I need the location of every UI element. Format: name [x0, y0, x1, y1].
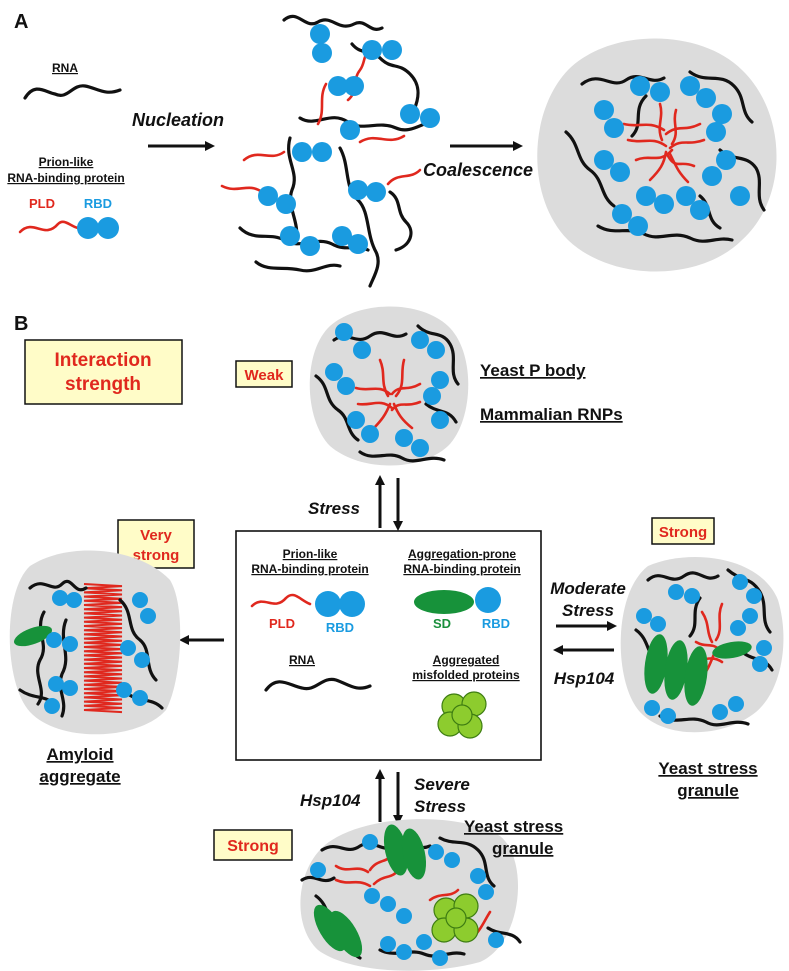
misfolded-label-2: misfolded proteins — [412, 668, 520, 682]
bottom-granule-label-2: granule — [492, 839, 553, 858]
very-strong-badge: Very strong — [117, 519, 195, 569]
coalesced-droplet — [537, 38, 777, 272]
moderate-stress-granule — [620, 557, 784, 733]
stress-label: Stress — [308, 499, 360, 518]
center-rbd-label: RBD — [326, 620, 354, 635]
very-strong-line-2: strong — [133, 547, 180, 564]
amyloid-label-2: aggregate — [39, 767, 120, 786]
strong-bottom-label: Strong — [227, 838, 279, 855]
legend-rna: RNA — [23, 61, 122, 100]
bottom-granule-label-1: Yeast stress — [464, 817, 563, 836]
strong-badge-bottom: Strong — [213, 829, 293, 861]
center-sd-label: SD — [433, 616, 451, 631]
fibril-strands — [83, 583, 123, 714]
prion-label-2: RNA-binding protein — [251, 562, 368, 576]
coalescence-label: Coalescence — [423, 160, 533, 180]
protein-label-1: Prion-like — [39, 155, 94, 169]
weak-label: Weak — [245, 367, 285, 384]
legend-prion-protein: Prion-like RNA-binding protein PLD RBD — [7, 155, 125, 239]
severe-stress-granule — [300, 819, 522, 971]
agg-prone-label-2: RNA-binding protein — [403, 562, 520, 576]
moderate-stress-label: Stress — [562, 601, 614, 620]
nucleation-label: Nucleation — [132, 110, 224, 130]
very-strong-line-1: Very — [140, 527, 172, 544]
prion-label-1: Prion-like — [283, 547, 338, 561]
rna-label: RNA — [52, 61, 78, 75]
amyloid-label-1: Amyloid — [46, 745, 113, 764]
p-body-label: Yeast P body — [480, 361, 586, 380]
nucleation-cluster — [220, 14, 440, 288]
legend-line-2: strength — [65, 374, 141, 395]
protein-label-2: RNA-binding protein — [7, 171, 124, 185]
weak-strength-badge: Weak — [235, 360, 293, 388]
panel-b-letter: B — [14, 313, 28, 335]
interaction-strength-legend: Interaction strength — [24, 339, 183, 405]
rbd-domain — [97, 217, 119, 239]
rbd-domain — [77, 217, 99, 239]
severe-stress-label: Stress — [414, 797, 466, 816]
aggregated-proteins-icon — [437, 691, 487, 739]
pld-label: PLD — [29, 196, 55, 211]
strong-right-label: Strong — [659, 524, 707, 541]
misfolded-label-1: Aggregated — [433, 653, 500, 667]
center-rna-label: RNA — [289, 653, 315, 667]
legend-line-1: Interaction — [54, 350, 151, 371]
moderate-label: Moderate — [550, 579, 626, 598]
rbd-label: RBD — [84, 196, 112, 211]
strong-badge-right: Strong — [651, 517, 715, 545]
amyloid-droplet — [9, 550, 181, 735]
center-rbd2-label: RBD — [482, 616, 510, 631]
hsp104-right-label: Hsp104 — [554, 669, 615, 688]
hsp104-bottom-label: Hsp104 — [300, 791, 361, 810]
aggregated-proteins-in-granule — [431, 893, 479, 943]
amyloid-fibril — [83, 583, 123, 714]
panel-a-letter: A — [14, 11, 28, 33]
center-pld-label: PLD — [269, 616, 295, 631]
right-granule-label-1: Yeast stress — [658, 759, 757, 778]
right-granule-label-2: granule — [677, 781, 738, 800]
agg-prone-label-1: Aggregation-prone — [408, 547, 516, 561]
severe-label: Severe — [414, 775, 470, 794]
mammalian-rnps-label: Mammalian RNPs — [480, 405, 623, 424]
p-body-droplet — [309, 306, 469, 466]
center-legend-box: Prion-like RNA-binding protein Aggregati… — [235, 530, 542, 761]
